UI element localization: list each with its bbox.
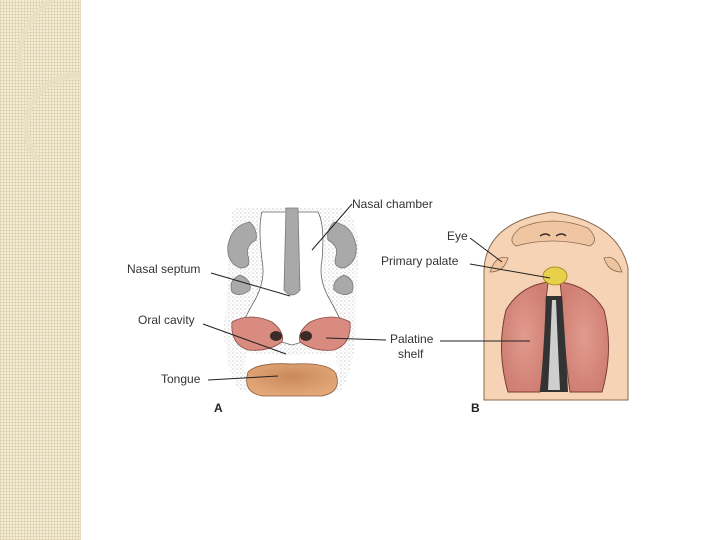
panel-a-letter: A <box>214 401 223 415</box>
label-oral-cavity: Oral cavity <box>138 313 195 327</box>
label-eye: Eye <box>447 229 468 243</box>
panel-a-section <box>224 207 358 396</box>
label-palatine-shelf-line1: Palatine <box>390 332 434 346</box>
tongue-shape <box>247 364 338 396</box>
label-tongue: Tongue <box>161 372 201 386</box>
label-nasal-septum: Nasal septum <box>127 262 200 276</box>
shelf-tip-right <box>300 331 312 341</box>
shelf-tip-left <box>270 331 282 341</box>
label-nasal-chamber: Nasal chamber <box>352 197 433 211</box>
label-palatine-shelf-line2: shelf <box>398 347 424 361</box>
primary-palate-shape <box>543 267 567 285</box>
nasal-septum-shape <box>284 208 300 295</box>
label-primary-palate: Primary palate <box>381 254 459 268</box>
panel-b-letter: B <box>471 401 480 415</box>
panel-b-section <box>484 212 628 400</box>
